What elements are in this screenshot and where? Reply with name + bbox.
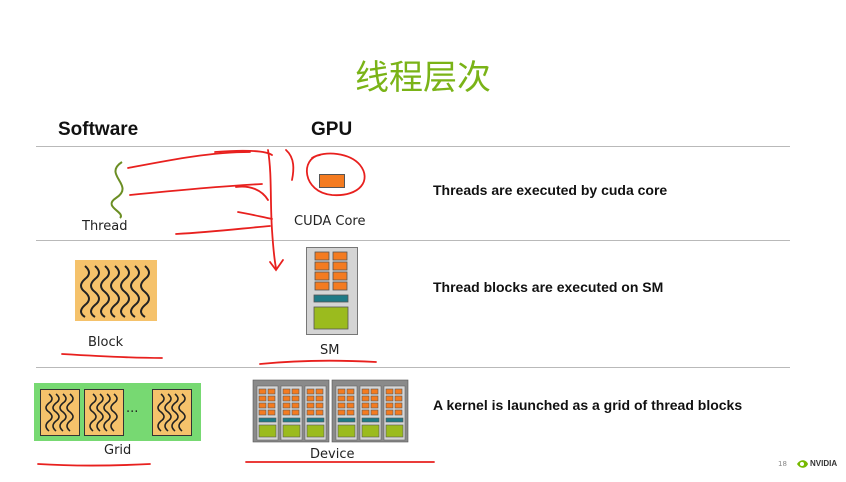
mini-core (291, 395, 300, 402)
mini-core (346, 388, 355, 395)
mini-core (337, 402, 346, 409)
grid-icon: ... (34, 383, 201, 441)
grid-block (40, 389, 80, 436)
sm-label: SM (320, 343, 340, 358)
cuda-core-icon (319, 174, 345, 188)
mini-core (258, 409, 267, 416)
thread-label: Thread (82, 219, 128, 234)
mini-core (361, 395, 370, 402)
header-gpu: GPU (311, 119, 353, 140)
nvidia-logo: NVIDIA (796, 458, 842, 470)
mini-core (306, 409, 315, 416)
nvidia-eye-icon (797, 460, 808, 468)
mini-core (337, 395, 346, 402)
mini-sm-cache (306, 417, 325, 423)
mini-sm-cache (337, 417, 356, 423)
cuda-core-label: CUDA Core (294, 214, 366, 229)
grid-block (152, 389, 192, 436)
nvidia-logo-text: NVIDIA (810, 459, 838, 468)
row-divider-3 (36, 367, 790, 368)
mini-core (315, 388, 324, 395)
mini-core (267, 409, 276, 416)
row-divider-1 (36, 146, 790, 147)
mini-sm-cache (282, 417, 301, 423)
mini-core (385, 402, 394, 409)
device-label: Device (310, 447, 355, 462)
mini-core (282, 402, 291, 409)
block-description: Thread blocks are executed on SM (433, 279, 664, 295)
mini-core (370, 388, 379, 395)
mini-core (337, 388, 346, 395)
mini-core (337, 409, 346, 416)
grid-block (84, 389, 124, 436)
mini-core (385, 388, 394, 395)
block-label: Block (88, 335, 124, 350)
mini-sm-memory (258, 424, 277, 438)
sm-icon (306, 247, 358, 335)
mini-core (346, 402, 355, 409)
mini-core (267, 395, 276, 402)
mini-core (394, 388, 403, 395)
block-icon (75, 260, 157, 321)
grid-ellipsis: ... (126, 401, 139, 416)
mini-core (267, 388, 276, 395)
mini-core (258, 395, 267, 402)
mini-core (258, 402, 267, 409)
mini-core (315, 402, 324, 409)
mini-core (291, 409, 300, 416)
mini-core (282, 395, 291, 402)
mini-core (315, 409, 324, 416)
mini-sm-cache (258, 417, 277, 423)
device-icon (252, 379, 409, 443)
mini-sm-memory (306, 424, 325, 438)
mini-core (346, 409, 355, 416)
mini-core (306, 388, 315, 395)
mini-core (361, 409, 370, 416)
mini-core (291, 388, 300, 395)
thread-description: Threads are executed by cuda core (433, 182, 668, 198)
page-number: 18 (778, 460, 787, 468)
mini-core (370, 395, 379, 402)
mini-core (315, 395, 324, 402)
thread-icon (110, 161, 124, 219)
grid-label: Grid (104, 443, 132, 458)
mini-core (291, 402, 300, 409)
row-divider-2 (36, 240, 790, 241)
mini-core (394, 395, 403, 402)
mini-core (306, 402, 315, 409)
mini-core (258, 388, 267, 395)
mini-sm-memory (385, 424, 404, 438)
mini-sm-cache (361, 417, 380, 423)
mini-core (394, 409, 403, 416)
mini-core (306, 395, 315, 402)
mini-sm-memory (337, 424, 356, 438)
mini-core (282, 388, 291, 395)
mini-core (385, 395, 394, 402)
mini-core (267, 402, 276, 409)
mini-core (394, 402, 403, 409)
mini-sm-memory (282, 424, 301, 438)
grid-description: A kernel is launched as a grid of thread… (433, 397, 743, 413)
mini-core (361, 388, 370, 395)
mini-sm-cache (385, 417, 404, 423)
mini-core (370, 409, 379, 416)
mini-core (385, 409, 394, 416)
mini-core (370, 402, 379, 409)
mini-core (361, 402, 370, 409)
slide-title: 线程层次 (355, 58, 491, 98)
header-software: Software (58, 119, 139, 140)
mini-core (282, 409, 291, 416)
mini-sm-memory (361, 424, 380, 438)
mini-core (346, 395, 355, 402)
